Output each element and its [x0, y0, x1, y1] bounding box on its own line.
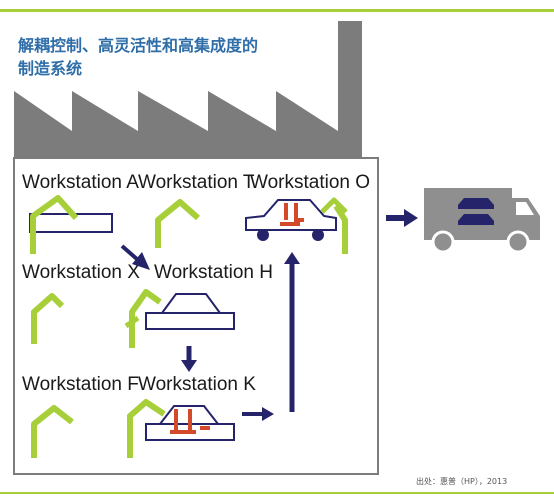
truck-cargo-car — [458, 205, 494, 209]
workstation-h — [124, 289, 235, 348]
flow-arrows — [120, 209, 418, 421]
top-accent-rule — [0, 9, 554, 12]
robot-arm-icon — [31, 293, 65, 344]
factory-roof — [14, 21, 362, 158]
page-title: 解耦控制、高灵活性和高集成度的 制造系统 — [18, 34, 338, 80]
robot-arm-icon — [31, 405, 74, 458]
truck-wheel — [506, 230, 530, 254]
workstation-label-t: Workstation T — [138, 172, 255, 193]
car-part-red — [170, 409, 210, 434]
workstation-label-x: Workstation X — [22, 262, 140, 283]
workstation-label-a: Workstation A — [22, 172, 139, 193]
workstation-t — [155, 199, 200, 248]
truck-icon — [424, 188, 540, 254]
car-body-shell — [160, 293, 222, 314]
car-wheel — [312, 229, 324, 241]
arrow-icon — [181, 346, 197, 372]
robot-arm-icon — [124, 315, 140, 329]
truck-wheel — [431, 230, 455, 254]
car-wheel — [257, 229, 269, 241]
truck-cargo-car — [458, 221, 494, 225]
robot-arm-icon — [155, 199, 200, 248]
truck-window — [516, 202, 534, 215]
workstation-o — [245, 197, 348, 254]
title-line-2: 制造系统 — [18, 59, 83, 78]
workstation-label-h: Workstation H — [154, 262, 273, 283]
workstation-a — [29, 195, 113, 254]
workstation-label-k: Workstation K — [138, 374, 256, 395]
robot-arm-icon — [30, 195, 79, 254]
car-icon — [245, 199, 337, 231]
arrow-icon — [120, 244, 150, 270]
arrow-icon — [284, 252, 300, 412]
arrow-icon — [386, 209, 418, 227]
source-credit: 出处：惠普（HP），2013 — [416, 477, 508, 486]
workstation-label-f: Workstation F — [22, 374, 139, 395]
conveyor-h — [145, 312, 235, 330]
arrow-icon — [242, 407, 274, 421]
robot-arm-icon — [129, 289, 162, 348]
workstation-x — [31, 293, 65, 344]
truck-cargo-car — [458, 198, 494, 205]
robot-arm-icon — [333, 204, 348, 254]
robot-arm-icon — [127, 399, 166, 458]
truck-cargo-box — [424, 188, 512, 236]
workstation-label-o: Workstation O — [250, 172, 370, 193]
robot-arm-icon — [320, 197, 348, 214]
title-line-1: 解耦控制、高灵活性和高集成度的 — [18, 36, 259, 55]
truck-chassis — [424, 234, 540, 240]
bottom-accent-rule — [0, 492, 554, 494]
workstation-k — [127, 399, 235, 458]
truck-cargo-car — [458, 214, 494, 221]
workstation-f — [31, 405, 74, 458]
car-part-red — [280, 203, 304, 226]
